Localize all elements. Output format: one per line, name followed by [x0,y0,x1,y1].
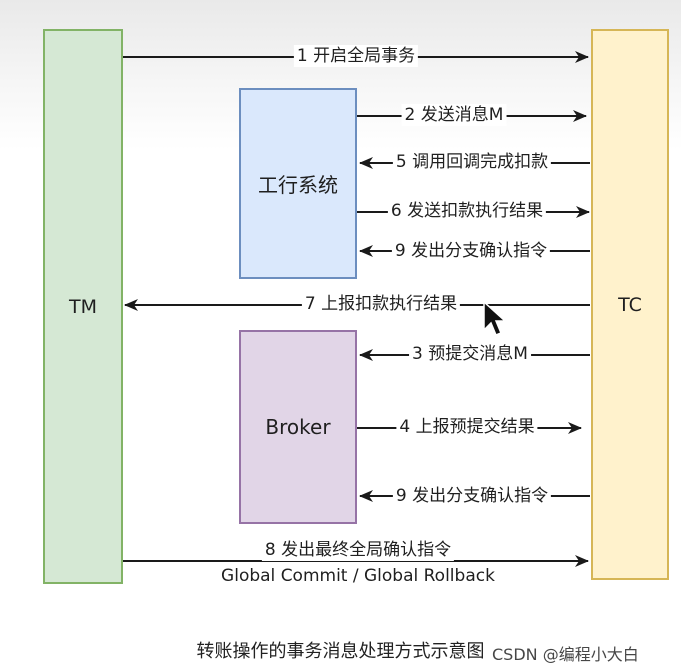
figure-caption: 转账操作的事务消息处理方式示意图 [196,641,485,662]
arrow-5-label: 5 调用回调完成扣款 [392,151,552,173]
arrow-9a-label: 9 发出分支确认指令 [391,240,551,262]
arrow-3-label: 3 预提交消息M [409,343,531,365]
bank-system-label: 工行系统 [258,173,338,197]
arrow-2-label: 2 发送消息M [401,104,507,126]
arrow-9b-label: 9 发出分支确认指令 [392,485,552,507]
watermark: CSDN @编程小大白 [492,645,639,664]
bank-system-box: 工行系统 [239,88,357,279]
broker-label: Broker [265,415,331,439]
arrow-1-label: 1 开启全局事务 [293,45,419,67]
arrow-6-label: 6 发送扣款执行结果 [387,200,547,222]
broker-box: Broker [239,330,357,524]
tc-box: TC [591,29,669,580]
arrow-8-sublabel: Global Commit / Global Rollback [218,566,498,586]
tm-box: TM [43,29,123,584]
arrow-8-label: 8 发出最终全局确认指令 [261,539,455,561]
tc-label: TC [618,293,642,316]
tm-label: TM [69,295,97,318]
arrow-7-label: 7 上报扣款执行结果 [301,293,461,315]
mouse-cursor-icon [483,300,507,336]
arrow-4-label: 4 上报预提交结果 [396,416,538,438]
